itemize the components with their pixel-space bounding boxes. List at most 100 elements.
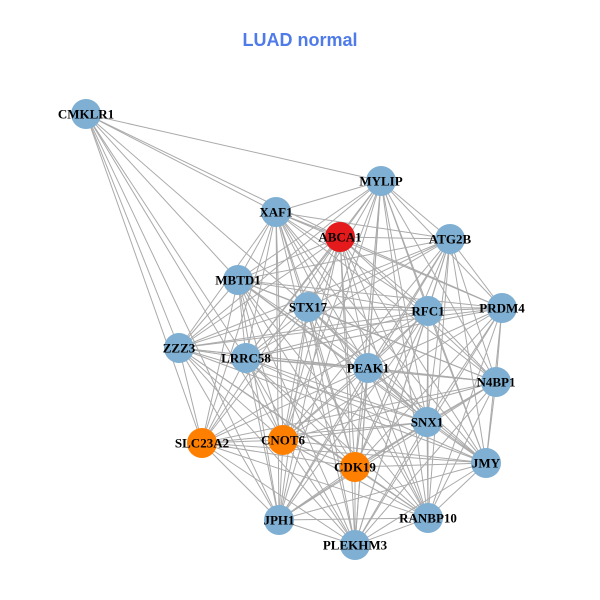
node-cmklr1[interactable]: CMKLR1: [58, 99, 114, 129]
edge-abca1-atg2b: [339, 236, 451, 240]
edge-stx17-rfc1: [307, 306, 429, 312]
edge-prdm4-lrrc58: [245, 307, 503, 359]
edge-stx17-slc23a2: [201, 306, 309, 444]
edge-mylip-zzz3: [178, 180, 382, 349]
node-circle: [412, 407, 442, 437]
node-label: JMY: [472, 456, 501, 471]
edge-xaf1-jmy: [275, 211, 487, 464]
edge-atg2b-n4bp1: [449, 238, 497, 383]
edge-cmklr1-mylip: [85, 113, 382, 182]
node-label: N4BP1: [477, 375, 516, 390]
edge-mbtd1-zzz3: [178, 279, 239, 349]
edge-cmklr1-lrrc58: [85, 113, 247, 359]
edge-abca1-prdm4: [339, 236, 503, 309]
edge-n4bp1-jph1: [278, 381, 497, 521]
node-peak1[interactable]: PEAK1: [347, 353, 390, 383]
edge-cmklr1-mbtd1: [85, 113, 239, 281]
node-label: ZZZ3: [163, 341, 196, 356]
node-lrrc58[interactable]: LRRC58: [221, 343, 271, 373]
node-circle: [187, 428, 217, 458]
edge-snx1-plekhm3: [354, 421, 428, 546]
node-label: RANBP10: [399, 511, 457, 526]
edge-abca1-jmy: [339, 236, 487, 464]
edge-slc23a2-jmy: [201, 442, 487, 464]
node-zzz3[interactable]: ZZZ3: [163, 333, 196, 363]
node-plekhm3[interactable]: PLEKHM3: [323, 530, 388, 560]
node-cdk19[interactable]: CDK19: [334, 452, 376, 482]
edges-layer: [85, 113, 503, 546]
node-snx1[interactable]: SNX1: [411, 407, 444, 437]
node-label: JPH1: [263, 513, 294, 528]
edge-abca1-plekhm3: [339, 236, 356, 546]
node-label: MBTD1: [215, 273, 261, 288]
edge-stx17-zzz3: [178, 306, 309, 349]
edge-stx17-n4bp1: [307, 306, 497, 383]
edge-lrrc58-cdk19: [245, 357, 356, 468]
edge-stx17-jph1: [278, 306, 309, 521]
edge-zzz3-ranbp10: [178, 347, 429, 519]
node-cnot6[interactable]: CNOT6: [261, 425, 306, 455]
node-mbtd1[interactable]: MBTD1: [215, 265, 261, 295]
edge-xaf1-cdk19: [275, 211, 356, 468]
edge-prdm4-snx1: [426, 307, 503, 423]
node-mylip[interactable]: MYLIP: [359, 166, 403, 196]
node-prdm4[interactable]: PRDM4: [479, 293, 525, 323]
edge-lrrc58-slc23a2: [201, 357, 247, 444]
edge-rfc1-slc23a2: [201, 310, 429, 444]
edge-n4bp1-slc23a2: [201, 381, 497, 444]
edge-abca1-ranbp10: [339, 236, 429, 519]
node-rfc1[interactable]: RFC1: [411, 296, 445, 326]
edge-cmklr1-stx17: [85, 113, 309, 308]
node-abca1[interactable]: ABCA1: [318, 222, 362, 252]
edge-zzz3-jmy: [178, 347, 487, 464]
node-atg2b[interactable]: ATG2B: [429, 224, 472, 254]
node-circle: [481, 367, 511, 397]
edge-mylip-mbtd1: [237, 180, 382, 281]
node-circle: [413, 503, 443, 533]
node-label: SNX1: [411, 415, 444, 430]
edge-xaf1-slc23a2: [201, 211, 277, 444]
edge-snx1-slc23a2: [201, 421, 428, 444]
edge-abca1-jph1: [278, 236, 341, 521]
edge-cmklr1-slc23a2: [85, 113, 203, 444]
edge-mbtd1-slc23a2: [201, 279, 239, 444]
edge-zzz3-cnot6: [178, 347, 284, 441]
edge-peak1-jph1: [278, 367, 369, 521]
node-jmy[interactable]: JMY: [471, 448, 501, 478]
edge-peak1-slc23a2: [201, 367, 369, 444]
edge-mbtd1-jph1: [237, 279, 280, 521]
node-n4bp1[interactable]: N4BP1: [477, 367, 516, 397]
node-circle: [231, 343, 261, 373]
edge-cnot6-jmy: [282, 439, 487, 464]
node-circle: [353, 353, 383, 383]
edge-cmklr1-cnot6: [85, 113, 284, 441]
edge-jmy-plekhm3: [354, 462, 487, 546]
node-circle: [435, 224, 465, 254]
edge-slc23a2-ranbp10: [201, 442, 429, 519]
node-jph1[interactable]: JPH1: [263, 505, 295, 535]
node-xaf1[interactable]: XAF1: [259, 197, 293, 227]
node-slc23a2[interactable]: SLC23A2: [175, 428, 229, 458]
node-label: ABCA1: [318, 230, 361, 245]
edge-n4bp1-cnot6: [282, 381, 497, 441]
edge-cdk19-jph1: [278, 466, 356, 521]
edge-atg2b-cnot6: [282, 238, 451, 441]
edge-stx17-cnot6: [282, 306, 309, 441]
edge-lrrc58-jmy: [245, 357, 487, 464]
edge-cmklr1-abca1: [85, 113, 341, 238]
node-circle: [268, 425, 298, 455]
edge-atg2b-jmy: [449, 238, 487, 464]
edge-mbtd1-rfc1: [237, 279, 429, 312]
edge-zzz3-jph1: [178, 347, 280, 521]
edge-atg2b-mbtd1: [237, 238, 451, 281]
edge-cdk19-jmy: [354, 462, 487, 468]
edge-lrrc58-snx1: [245, 357, 428, 423]
node-circle: [366, 166, 396, 196]
edge-jmy-jph1: [278, 462, 487, 521]
edge-stx17-prdm4: [307, 306, 503, 309]
node-stx17[interactable]: STX17: [289, 292, 328, 322]
node-ranbp10[interactable]: RANBP10: [399, 503, 457, 533]
